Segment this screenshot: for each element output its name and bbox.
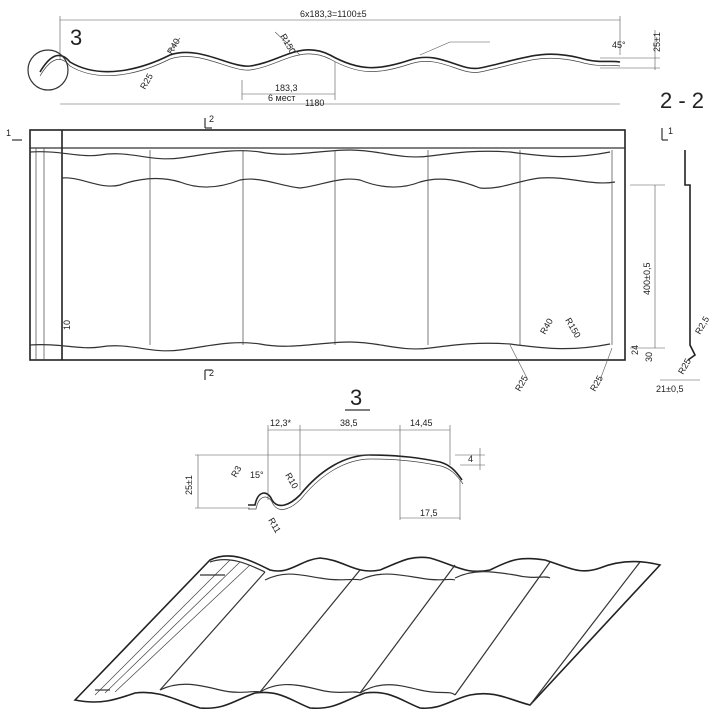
plan-r25-a: R25 — [513, 374, 530, 393]
width-label: 1180 — [305, 98, 324, 108]
plan-outline — [29, 129, 626, 361]
iso-outline — [73, 555, 662, 710]
plan-view: 2 2 1 400±0,5 10 R40 R150 R25 R25 24 30 — [6, 114, 665, 393]
d-12-3: 12,3* — [270, 418, 292, 428]
section-mark-bottom: 2 — [209, 368, 214, 378]
plan-bottom-wave — [29, 341, 611, 352]
plan-top-wave — [29, 149, 611, 160]
d-17-5: 17,5 — [420, 508, 438, 518]
section-mark-top: 2 — [209, 114, 214, 124]
isometric-view — [73, 555, 662, 710]
d-25: 25±1 — [184, 475, 194, 495]
detail-profile — [248, 454, 463, 507]
section-profile — [684, 150, 697, 361]
pitch-note: 6 мест — [268, 93, 295, 103]
overall-dim-label: 6x183,3=1100±5 — [300, 9, 367, 19]
plan-r40-label: R40 — [538, 317, 555, 336]
dim-10-label: 10 — [62, 320, 72, 330]
pitch-label: 183,3 — [275, 83, 298, 93]
detail-callout-circle — [27, 49, 69, 91]
r3-label: R3 — [229, 464, 243, 479]
profile-view: 6x183,3=1100±5 3 R40 R25 R150 183,3 6 ме… — [27, 9, 662, 108]
r25-label: R25 — [138, 72, 155, 91]
section-dim: 21±0,5 — [656, 384, 683, 394]
angle-15: 15° — [250, 470, 264, 480]
angle-label: 45° — [612, 40, 626, 50]
dim-24-label: 24 — [630, 345, 640, 355]
section-r25a: R2,5 — [693, 315, 711, 336]
d-4: 4 — [468, 454, 473, 464]
profile-curve — [39, 49, 621, 73]
section-r25b: R25 — [676, 357, 693, 376]
d-14-45: 14,45 — [410, 418, 433, 428]
dim-30-label: 30 — [644, 352, 654, 362]
section-side-mark: 1 — [668, 126, 673, 136]
section-title: 2 - 2 — [660, 88, 704, 113]
plan-r150-label: R150 — [563, 316, 582, 340]
r10-label: R10 — [283, 471, 300, 490]
detail-view: 3 12,3* 38,5 14,45 4 25±1 R3 15° R10 R11… — [184, 385, 485, 535]
r11-label: R11 — [266, 516, 283, 535]
detail-title: 3 — [350, 385, 362, 410]
plan-r25-b: R25 — [588, 374, 605, 393]
d-38-5: 38,5 — [340, 418, 358, 428]
height-label: 25±1 — [652, 32, 662, 52]
length-label: 400±0,5 — [642, 263, 652, 295]
side-mark-left: 1 — [6, 128, 11, 138]
detail-callout-label: 3 — [70, 25, 82, 50]
